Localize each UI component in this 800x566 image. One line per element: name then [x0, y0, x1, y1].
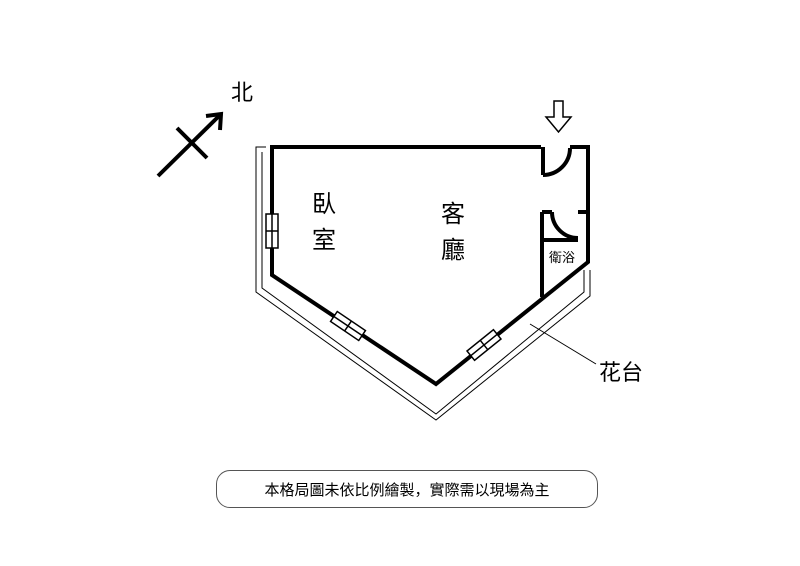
planter-label: 花台	[599, 361, 643, 386]
living-room-label-2: 廳	[441, 236, 465, 264]
living-room-label-1: 客	[441, 200, 465, 228]
north-compass-icon: 北	[156, 81, 253, 178]
disclaimer-text: 本格局圖未依比例繪製，實際需以現場為主	[264, 480, 550, 499]
disclaimer-note: 本格局圖未依比例繪製，實際需以現場為主	[216, 470, 598, 508]
bedroom-label-1: 臥	[312, 190, 336, 218]
bathroom-label: 衛浴	[549, 251, 575, 266]
planter-outline	[255, 146, 591, 421]
bathroom-walls	[540, 210, 588, 297]
bedroom-label-2: 室	[312, 226, 336, 254]
exterior-wall	[270, 145, 590, 387]
north-label: 北	[231, 81, 253, 106]
window-living-southeast	[465, 328, 503, 362]
arrow-down-icon	[544, 100, 573, 134]
window-bedroom-southwest	[329, 310, 367, 342]
entrance-door	[541, 147, 572, 177]
planter-leader-line	[529, 323, 597, 365]
window-bedroom-west	[265, 213, 279, 249]
